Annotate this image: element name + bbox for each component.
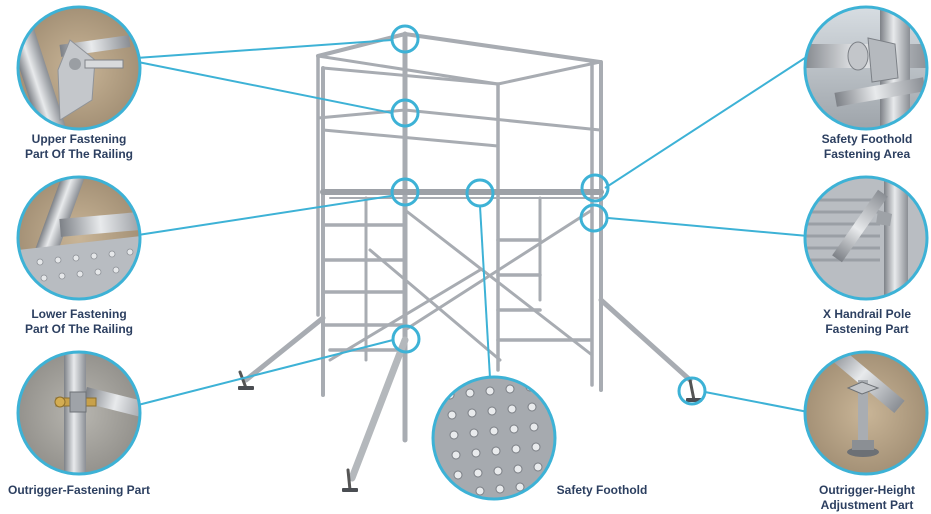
detail-photo-outrigger-height [803,350,929,476]
detail-photo-x-handrail [803,175,929,301]
highlight-rings [390,24,707,406]
detail-photo-foothold-fastening [803,5,929,131]
detail-photo-upper-fastening [16,5,142,131]
label-safety-foothold: Safety Foothold [556,483,648,497]
callout-lines [135,39,809,413]
scaffold-structure [238,31,696,492]
detail-photo-safety-foothold [431,375,557,501]
detail-photo-lower-fastening [16,175,142,301]
detail-photo-outrigger-fastening [16,350,142,476]
label-outrigger-fastening: Outrigger-Fastening Part [7,483,150,497]
